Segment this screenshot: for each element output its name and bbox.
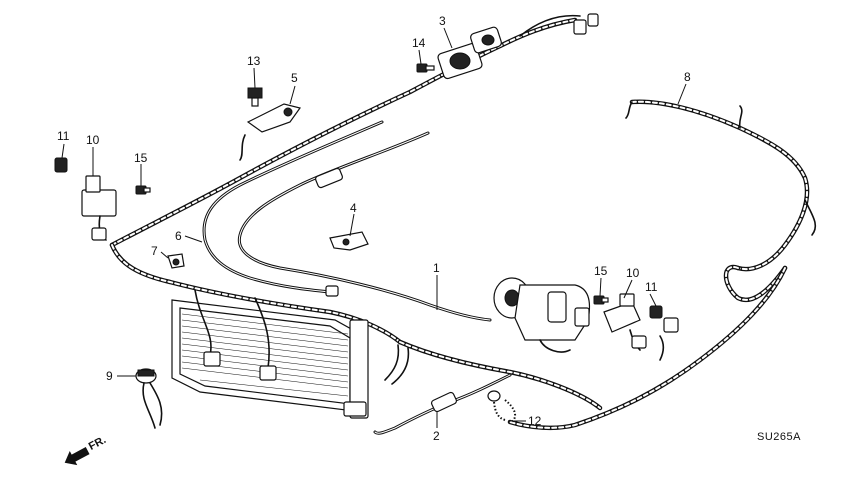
condenser-fan-wires — [194, 289, 410, 385]
clamp-4 — [329, 231, 369, 251]
pressure-switch-9 — [135, 368, 163, 429]
callout-2: 2 — [433, 429, 440, 443]
relay-10-left — [81, 175, 117, 241]
right-wire-harness — [507, 99, 817, 431]
front-direction-label: FR. — [87, 434, 108, 453]
top-connectors — [519, 13, 599, 37]
callout-6: 6 — [175, 229, 182, 243]
compressor — [493, 277, 591, 353]
grommet-3 — [437, 26, 502, 80]
callout-15-right: 15 — [594, 264, 608, 278]
diagram-code: SU265A — [757, 431, 801, 443]
callout-10-right: 10 — [626, 266, 640, 280]
clip-7 — [167, 253, 185, 269]
callout-5: 5 — [291, 71, 298, 85]
bolt-14 — [416, 63, 435, 73]
front-arrow-icon — [64, 447, 90, 466]
callout-8: 8 — [684, 70, 691, 84]
bracket-5 — [239, 103, 302, 161]
bolt-15-right — [593, 295, 609, 305]
relay-10-right — [603, 293, 679, 361]
callout-14: 14 — [412, 36, 426, 50]
chain-12 — [487, 390, 517, 423]
condenser — [171, 299, 369, 419]
callout-3: 3 — [439, 14, 446, 28]
clip-11-right — [649, 305, 663, 319]
suction-hose — [237, 131, 492, 322]
callout-15-left: 15 — [134, 151, 148, 165]
liquid-pipe-6 — [202, 120, 384, 297]
callout-9: 9 — [106, 369, 113, 383]
discharge-hose — [373, 373, 512, 435]
callout-11-right: 11 — [645, 280, 658, 294]
callout-12: 12 — [528, 414, 542, 428]
callout-7: 7 — [151, 244, 158, 258]
leader-lines — [61, 27, 687, 428]
callout-11-left: 11 — [57, 129, 70, 143]
callout-10-left: 10 — [86, 133, 100, 147]
callout-1: 1 — [433, 261, 440, 275]
clip-11-left — [54, 157, 68, 173]
bolt-13 — [247, 87, 263, 107]
callout-13: 13 — [247, 54, 261, 68]
main-wire-harness — [109, 17, 603, 411]
bolt-15-left — [135, 185, 151, 195]
callout-4: 4 — [350, 201, 357, 215]
